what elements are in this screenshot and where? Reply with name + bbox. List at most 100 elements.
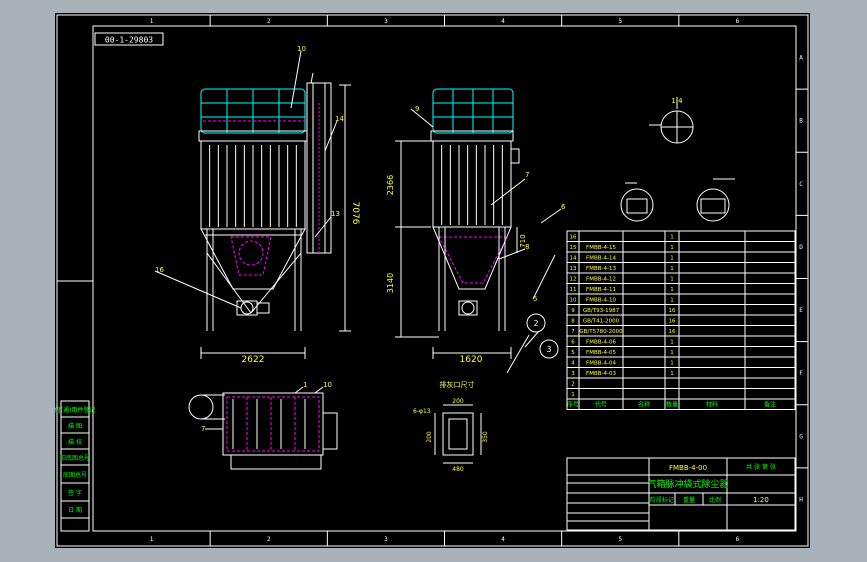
zone-col-bottom-3: 3 — [384, 536, 388, 543]
dim-detail-bottom: 480 — [452, 466, 464, 473]
zone-col-bottom-4: 4 — [501, 536, 505, 543]
bom-cell-3-code: FMBB-4-03 — [586, 371, 616, 377]
dim-detail-side: 200 — [426, 431, 433, 443]
left-registration-strip: 借(通)用件登记 描 图 描 校 旧底图总号 底图总号 签 字 日 期 — [55, 280, 95, 532]
zone-row-G: G — [799, 433, 803, 440]
bom-cell-8-code: GB/T41-2000 — [583, 319, 620, 325]
bom-cell-5-code: FMBB-4-05 — [586, 350, 616, 356]
zone-row-B: B — [799, 118, 803, 125]
bom-cell-10-qty: 1 — [670, 298, 674, 304]
bom-cell-3-no: 3 — [571, 371, 575, 377]
strip-label-0: 借(通)用件登记 — [55, 406, 95, 414]
bom-cell-14-code: FMBB-4-14 — [586, 256, 616, 262]
bom-cell-16-qty: 1 — [670, 235, 674, 241]
bom-header-0: 序号 — [567, 401, 579, 409]
section-view-title: 排灰口尺寸 — [440, 380, 475, 389]
callout-1: 2 — [534, 319, 539, 328]
front-view — [154, 50, 351, 359]
bom-cell-13-qty: 1 — [670, 266, 674, 272]
leader-front-1: 16 — [155, 266, 164, 274]
callout-4: 5 — [533, 295, 537, 303]
bom-cell-9-no: 9 — [571, 308, 575, 314]
zone-row-C: C — [799, 181, 803, 188]
zone-row-D: D — [799, 244, 803, 251]
scale-label: 比例 — [709, 496, 721, 504]
leader-front-4: 13 — [331, 210, 340, 218]
sheet-info: 共 张 第 张 — [746, 463, 776, 471]
bom-cell-13-no: 13 — [570, 266, 577, 272]
bom-cell-9-code: GB/T93-1987 — [583, 308, 620, 314]
drawing-number: 00-1-29803 — [105, 36, 153, 45]
dim-side-width: 1620 — [460, 355, 483, 365]
bom-header-2: 名称 — [638, 401, 650, 409]
zone-row-F: F — [799, 370, 803, 377]
dim-side-upper: 2366 — [386, 175, 395, 195]
bom-cell-9-qty: 16 — [669, 308, 676, 314]
bom-cell-4-no: 4 — [571, 361, 575, 367]
bom-cell-6-no: 6 — [571, 340, 575, 346]
zone-col-top-4: 4 — [501, 18, 505, 25]
dim-front-width: 2622 — [242, 355, 265, 365]
bom-cell-12-qty: 1 — [670, 277, 674, 283]
leader-side-1: 7 — [525, 171, 529, 179]
dim-detail-top: 200 — [452, 398, 464, 405]
zone-col-bottom-6: 6 — [736, 536, 740, 543]
stage-label: 阶段标记 — [650, 496, 674, 504]
bom-cell-2-no: 2 — [571, 382, 575, 388]
strip-label-5: 签 字 — [68, 489, 82, 497]
bom-cell-5-qty: 1 — [670, 350, 674, 356]
bom-cell-10-no: 10 — [570, 298, 577, 304]
outlet-detail — [434, 404, 482, 464]
leader-side-2: 8 — [525, 243, 529, 251]
zone-col-top-6: 6 — [736, 18, 740, 25]
bom-cell-5-no: 5 — [571, 350, 575, 356]
callout-2: 3 — [547, 345, 552, 354]
zone-col-top-1: 1 — [150, 18, 154, 25]
bom-cell-11-qty: 1 — [670, 287, 674, 293]
zone-col-top-2: 2 — [267, 18, 271, 25]
bom-cell-13-code: FMBB-4-13 — [586, 266, 616, 272]
bom-header-4: 材料 — [706, 401, 718, 409]
bom-cell-4-qty: 1 — [670, 361, 674, 367]
bom-cell-3-qty: 1 — [670, 371, 674, 377]
dim-front-height: 7076 — [350, 202, 360, 225]
detail-views — [506, 97, 735, 374]
dim-side-lower: 3140 — [386, 273, 395, 293]
weight-label: 重量 — [683, 496, 695, 504]
strip-label-2: 描 校 — [68, 438, 82, 446]
bom-header-1: 代号 — [595, 401, 607, 409]
leader-top-3: 7 — [201, 425, 205, 433]
drawing-title: 气箱脉冲袋式除尘器 — [647, 478, 728, 490]
title-block — [566, 457, 796, 531]
section-scale: 1:4 — [671, 97, 683, 105]
bom-cell-4-code: FMBB-4-04 — [586, 361, 616, 367]
top-view — [188, 386, 338, 470]
zone-col-bottom-1: 1 — [150, 536, 154, 543]
zone-col-top-3: 3 — [384, 18, 388, 25]
bom-cell-6-code: FMBB-4-06 — [586, 340, 616, 346]
bom-cell-15-no: 15 — [570, 245, 577, 251]
dim-detail-bolt: 6-φ13 — [413, 408, 431, 415]
scale-value: 1:20 — [753, 496, 769, 504]
zone-row-E: E — [799, 307, 803, 314]
bom-cell-14-qty: 1 — [670, 256, 674, 262]
bom-cell-16-no: 16 — [570, 235, 577, 241]
bom-cell-12-code: FMBB-4-12 — [586, 277, 616, 283]
dim-detail-right: 350 — [482, 431, 489, 443]
strip-label-1: 描 图 — [68, 422, 82, 430]
bom-cell-6-qty: 1 — [670, 340, 674, 346]
bom-cell-10-code: FMBB-4-10 — [586, 298, 616, 304]
strip-label-6: 日 期 — [68, 506, 82, 514]
bom-cell-14-no: 14 — [570, 256, 577, 262]
leader-front-3: 14 — [335, 115, 344, 123]
drawing-number-box — [94, 32, 164, 46]
bom-cell-7-qty: 16 — [669, 329, 676, 335]
bom-cell-15-qty: 1 — [670, 245, 674, 251]
zone-row-H: H — [799, 496, 803, 503]
leader-side-3: 9 — [415, 105, 419, 113]
bom-cell-11-no: 11 — [570, 287, 577, 293]
